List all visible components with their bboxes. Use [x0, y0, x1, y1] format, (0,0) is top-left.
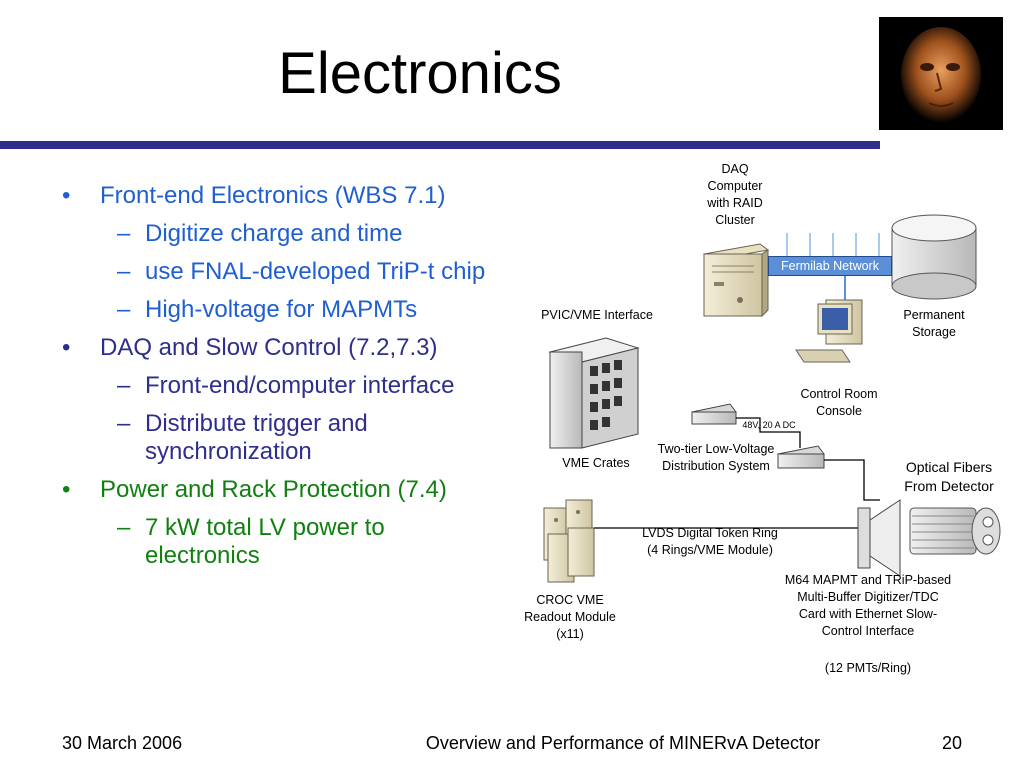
sub-bullet: –use FNAL-developed TriP-t chip [117, 258, 486, 285]
power-spec-label: 48V, 20 A DC [742, 420, 796, 430]
footer-title: Overview and Performance of MINERvA Dete… [425, 733, 820, 753]
sub-bullet: –Front-end/computer interface [117, 372, 455, 399]
vme-crate-icon [548, 337, 640, 449]
daq-computer-label: DAQ Computer with RAID Cluster [707, 162, 763, 227]
bullet-frontend: •Front-end Electronics (WBS 7.1) [62, 182, 446, 209]
sub-bullet: –7 kW total LV power to electronics [117, 514, 385, 569]
sub-bullet: –High-voltage for MAPMTs [117, 296, 418, 323]
daq-computer-icon [702, 243, 770, 318]
mapmt-card-icon [857, 499, 901, 577]
optical-fibers-label: Optical Fibers From Detector [904, 459, 994, 494]
network-taps [786, 233, 880, 256]
token-ring-label: LVDS Digital Token Ring [642, 526, 778, 540]
sub-bullet: –Digitize charge and time [117, 220, 403, 247]
bullet-list: •Front-end Electronics (WBS 7.1) –Digiti… [62, 182, 532, 580]
croc-module-icon [543, 499, 595, 583]
lv-unit-icon [691, 403, 825, 469]
bullet-daq: •DAQ and Slow Control (7.2,7.3) [62, 334, 438, 361]
lv-system-label: Two-tier Low-Voltage Distribution System [657, 442, 775, 473]
storage-label: Permanent Storage [903, 308, 965, 339]
title-rule [0, 141, 880, 149]
mapmt-card-label: M64 MAPMT and TRiP-based Multi-Buffer Di… [784, 573, 952, 638]
footer-date: 30 March 2006 [62, 733, 183, 753]
token-ring-sub-label: (4 Rings/VME Module) [647, 543, 773, 557]
mapmt-card-note: (12 PMTs/Ring) [824, 661, 912, 675]
croc-label: CROC VME Readout Module (x11) [524, 593, 616, 641]
bullet-power: •Power and Rack Protection (7.4) [62, 476, 447, 503]
pvic-label: PVIC/VME Interface [541, 308, 653, 322]
cables [594, 417, 880, 529]
sub-bullet: –Distribute trigger and synchronization [117, 410, 368, 465]
logo-image [879, 17, 1003, 130]
vme-crates-label: VME Crates [562, 456, 630, 470]
console-computer-icon [795, 299, 863, 363]
slide-title: Electronics [278, 41, 562, 106]
page-number: 20 [941, 733, 962, 753]
storage-cylinder-icon [891, 214, 977, 300]
optical-fiber-icon [909, 507, 1001, 555]
network-label: Fermilab Network [768, 256, 892, 276]
console-label: Control Room Console [800, 387, 878, 418]
